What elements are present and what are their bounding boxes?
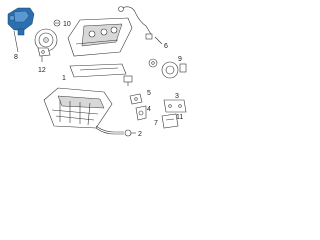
callout-4: 4: [147, 106, 151, 113]
callout-11: 11: [176, 114, 183, 121]
part-hose-fitting[interactable]: [129, 93, 143, 105]
callout-8: 8: [14, 54, 18, 61]
part-8-highlighted[interactable]: [7, 7, 35, 36]
callout-2: 2: [138, 131, 142, 138]
parts-diagram: 8 10 12 6 9: [7, 6, 187, 138]
part-connector-bottom-right[interactable]: [161, 113, 179, 129]
part-wire-harness[interactable]: [118, 6, 153, 40]
leader-8: [13, 30, 19, 53]
part-10-screw[interactable]: [53, 19, 61, 27]
part-tray[interactable]: [69, 63, 127, 78]
callout-3: 3: [175, 93, 179, 100]
part-sensor[interactable]: [148, 58, 158, 68]
part-bracket-lower-right[interactable]: [163, 99, 187, 113]
part-pulley[interactable]: [34, 28, 58, 52]
callout-1: 1: [62, 75, 66, 82]
callout-5: 5: [147, 90, 151, 97]
callout-10: 10: [63, 21, 71, 28]
part-round-component[interactable]: [161, 61, 187, 79]
part-pipe[interactable]: [95, 125, 132, 137]
callout-7: 7: [154, 120, 158, 127]
callout-12: 12: [38, 67, 46, 74]
callout-9: 9: [178, 56, 182, 63]
part-valve[interactable]: [135, 105, 147, 121]
part-12-bracket[interactable]: [37, 47, 51, 57]
leader-6: [154, 36, 163, 45]
part-top-cover[interactable]: [67, 17, 133, 57]
callout-6: 6: [164, 43, 168, 50]
part-clip[interactable]: [123, 75, 133, 86]
part-main-housing[interactable]: [43, 87, 113, 129]
